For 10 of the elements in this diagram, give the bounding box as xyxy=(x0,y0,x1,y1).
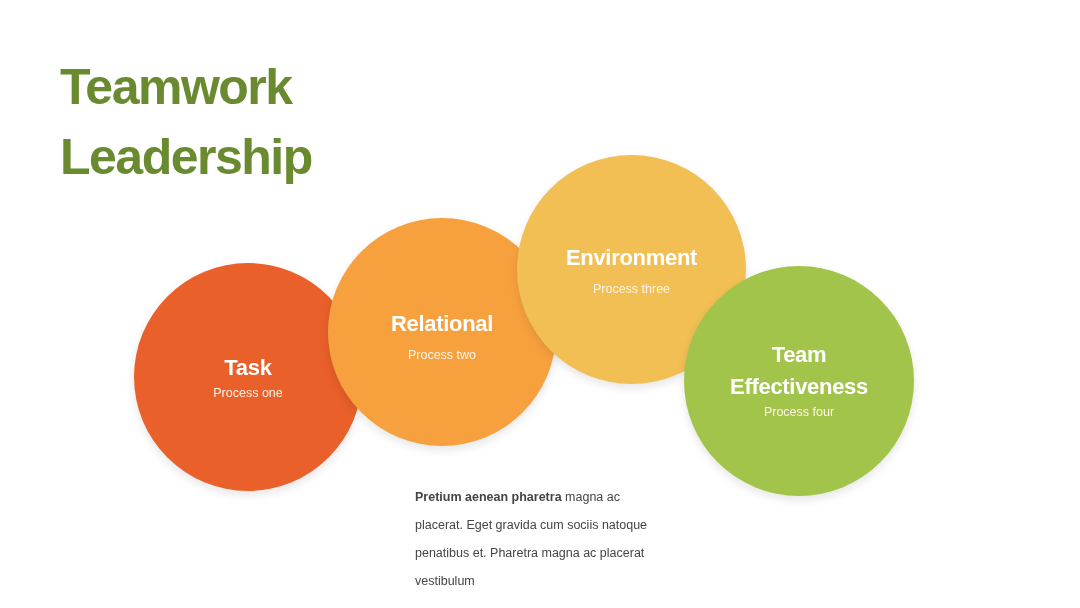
circle-heading: Environment xyxy=(565,244,698,272)
circle-heading: Team Effectiveness xyxy=(729,341,869,401)
circle-subtitle: Process one xyxy=(213,385,283,402)
circle-heading: Relational xyxy=(390,310,494,338)
circle-heading: Task xyxy=(224,354,272,382)
title: Teamwork Leadership xyxy=(60,58,313,187)
circle-subtitle: Process two xyxy=(407,347,477,364)
circle-subtitle: Process three xyxy=(592,281,671,298)
circle-subtitle: Process four xyxy=(763,404,835,421)
body-paragraph: Pretium aenean pharetra magna ac placerat. Eget gravida cum sociis natoque penatibus et. Pharetra magna ac placerat vestibulum xyxy=(415,489,649,590)
